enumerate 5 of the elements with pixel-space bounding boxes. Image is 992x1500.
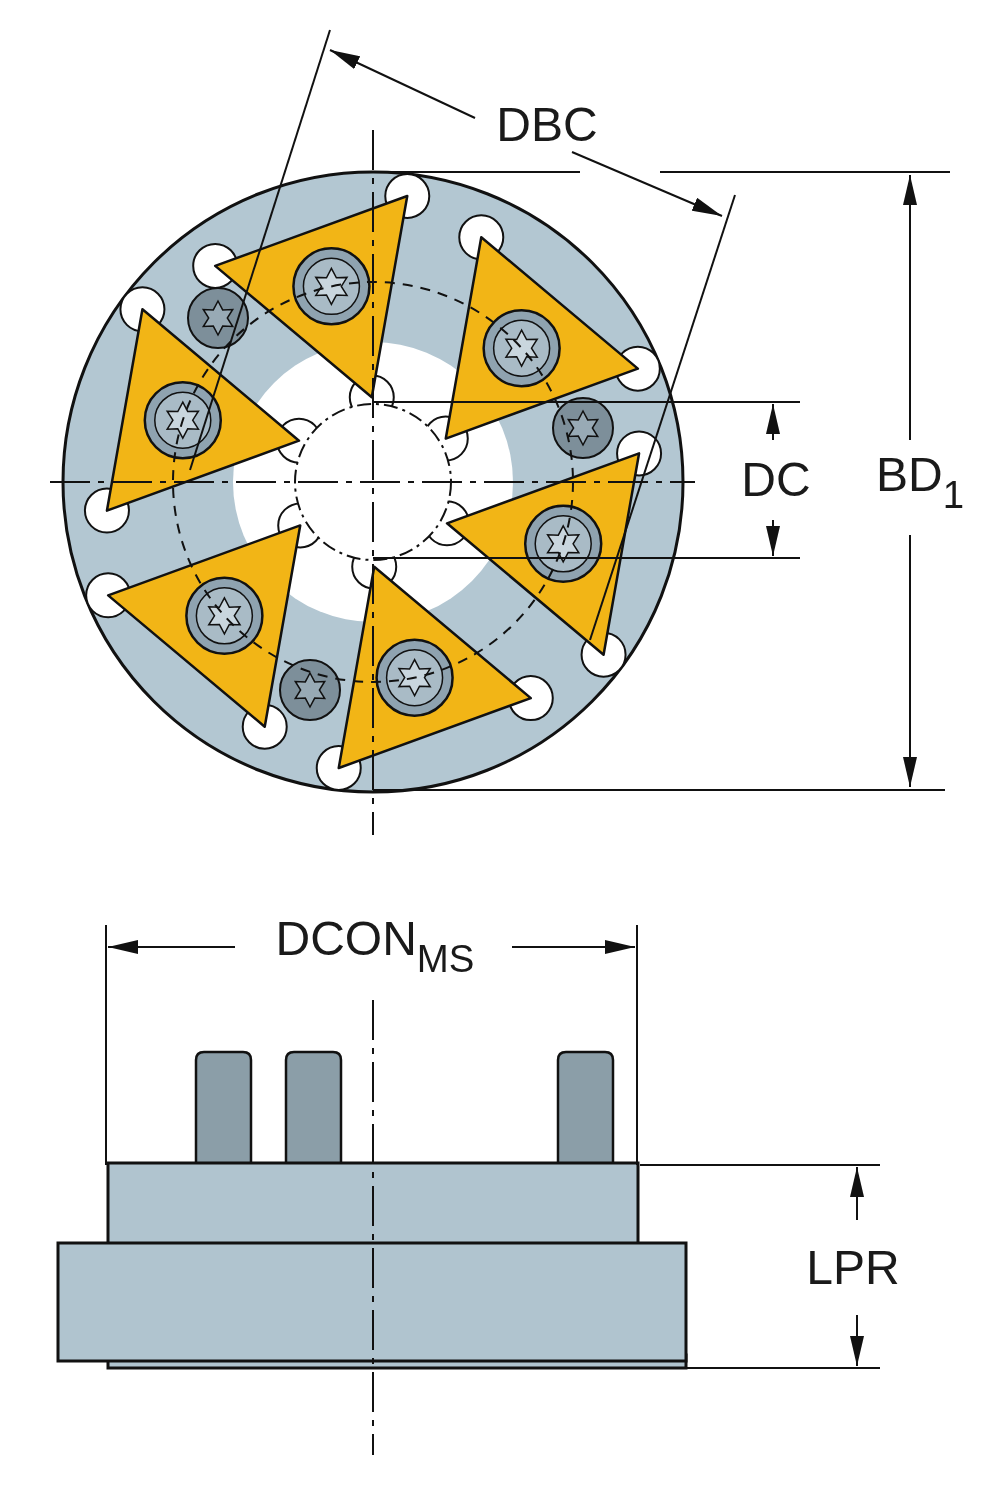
dimension-label: BD$_{1}$ [876, 451, 964, 515]
dimension-label: DCON$_{MS}$ [275, 915, 475, 979]
dimension-label: DC [741, 456, 811, 504]
dimension-label: DBC [496, 101, 598, 149]
dimension-label: LPR [806, 1244, 900, 1292]
